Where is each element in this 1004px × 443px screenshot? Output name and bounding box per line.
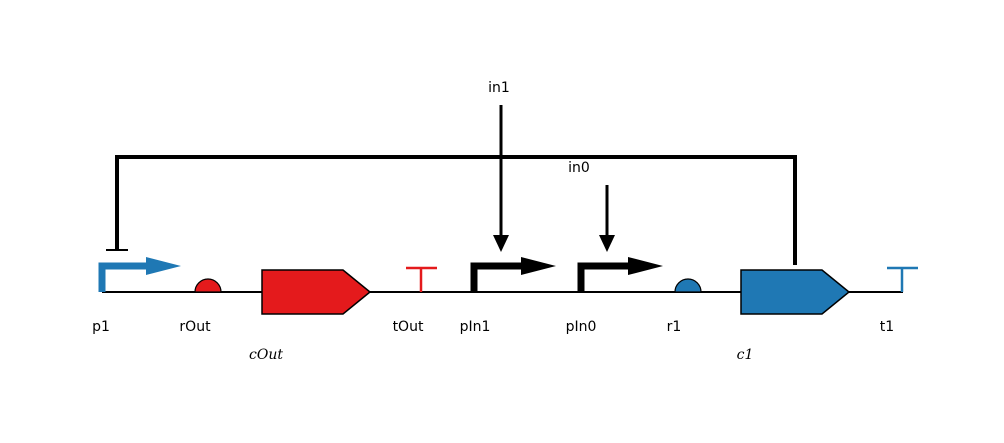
- label-cOut: cOut: [249, 347, 283, 363]
- label-tOut: tOut: [393, 319, 424, 335]
- cds-cOut: [261, 269, 372, 315]
- cds-c1: [740, 269, 851, 315]
- label-pIn1: pIn1: [460, 319, 491, 335]
- rbs-r1: [674, 278, 702, 293]
- promoter-pIn0: [577, 257, 663, 292]
- input-arrow-in0: [599, 185, 615, 252]
- label-c1: c1: [737, 347, 754, 363]
- terminator-tOut: [406, 266, 437, 292]
- repression-arc-c1-to-p1: [115, 155, 797, 265]
- label-r1: r1: [667, 319, 682, 335]
- input-arrow-in1: [493, 105, 509, 252]
- promoter-p1: [98, 257, 181, 292]
- promoter-pIn1: [470, 257, 556, 292]
- label-rOut: rOut: [179, 319, 211, 335]
- label-p1: p1: [92, 319, 110, 335]
- label-in0: in0: [568, 160, 590, 176]
- label-t1: t1: [880, 319, 894, 335]
- rbs-rOut: [194, 278, 222, 293]
- label-pIn0: pIn0: [566, 319, 597, 335]
- label-in1: in1: [488, 80, 510, 96]
- terminator-t1: [887, 266, 918, 292]
